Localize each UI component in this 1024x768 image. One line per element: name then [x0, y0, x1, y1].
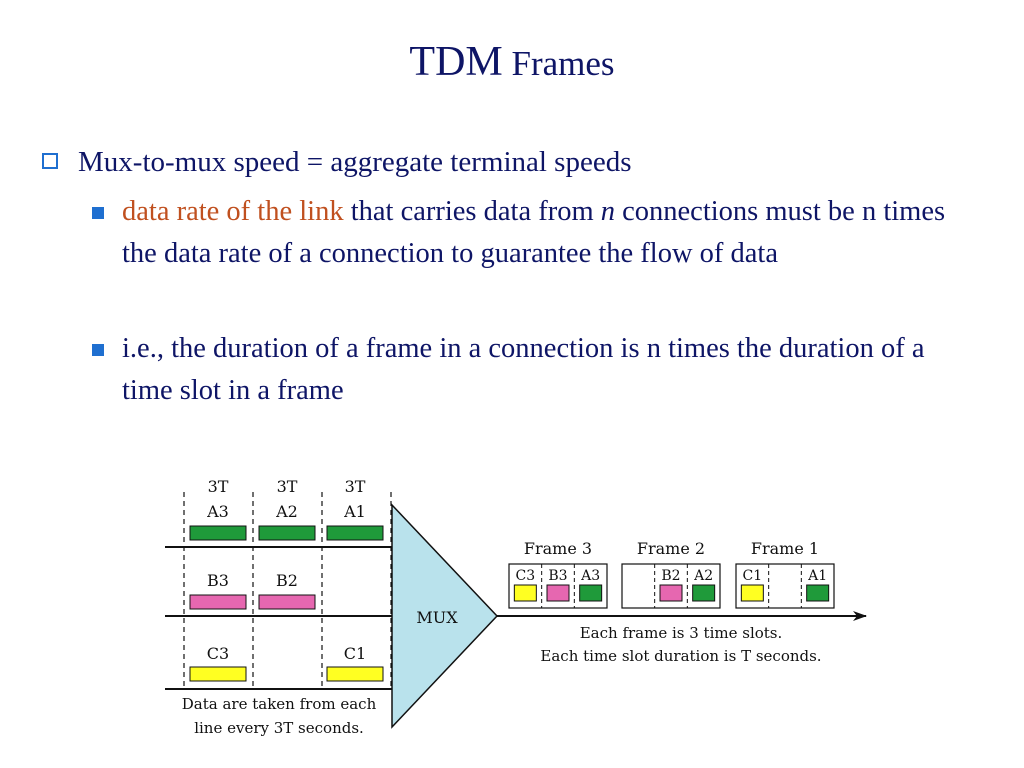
frame-slot-label: B3 — [548, 568, 567, 584]
frame-slot-unit — [806, 584, 830, 602]
bullet-sub-1-text: data rate of the link that carries data … — [122, 191, 952, 275]
hollow-square-bullet-icon — [42, 153, 58, 169]
input-note-line2: line every 3T seconds. — [194, 719, 364, 737]
frame-slot-unit — [579, 584, 603, 602]
slot-time-label: 3T — [277, 477, 298, 496]
mux-block — [391, 503, 499, 729]
slot-time-label: 3T — [208, 477, 229, 496]
frame-slot-label: A2 — [693, 568, 713, 584]
frame-slot-label: A3 — [580, 568, 600, 584]
bullet-sub-1-part1: that carries data from — [343, 196, 601, 227]
input-unit-label: B3 — [207, 571, 229, 590]
output-note-line2: Each time slot duration is T seconds. — [540, 647, 821, 665]
bullet-sub-1-part2: connections must be n times the data rat… — [122, 196, 946, 269]
output-note-line1: Each frame is 3 time slots. — [580, 624, 783, 642]
input-unit-label: C1 — [344, 644, 366, 663]
slot-time-label: 3T — [345, 477, 366, 496]
frame-slot-label: C1 — [743, 568, 763, 584]
input-unit-label: A1 — [343, 502, 366, 521]
input-unit-label: C3 — [207, 644, 229, 663]
bullet-sub-2-text: i.e., the duration of a frame in a conne… — [122, 333, 925, 406]
input-unit-label: A2 — [275, 502, 298, 521]
frame-slot-unit — [546, 584, 570, 602]
input-data-unit — [258, 594, 316, 610]
frame-label: Frame 3 — [524, 539, 592, 558]
frame-slot-label: A1 — [807, 568, 827, 584]
input-data-unit — [326, 525, 384, 541]
frame-slot-unit — [513, 584, 537, 602]
title-rest: Frames — [502, 44, 615, 83]
input-data-unit — [326, 666, 384, 682]
input-data-unit — [258, 525, 316, 541]
highlight-data-rate: data rate of the link — [122, 196, 344, 227]
mux-label: MUX — [416, 608, 458, 627]
frame-slot-unit — [659, 584, 683, 602]
input-data-unit — [189, 594, 247, 610]
frame-label: Frame 1 — [751, 539, 819, 558]
input-note-line1: Data are taken from each — [182, 695, 377, 713]
slide-title: TDM Frames — [0, 38, 1024, 86]
frame-slot-unit — [740, 584, 764, 602]
frame-slot-unit — [692, 584, 716, 602]
title-main: TDM — [409, 39, 503, 85]
frame-label: Frame 2 — [637, 539, 705, 558]
frame-slot-label: C3 — [516, 568, 536, 584]
filled-square-bullet-icon — [92, 207, 104, 219]
italic-n: n — [600, 196, 615, 227]
filled-square-bullet-icon — [92, 344, 104, 356]
bullet-level1-text: Mux-to-mux speed = aggregate terminal sp… — [78, 146, 632, 178]
input-data-unit — [189, 525, 247, 541]
frame-slot-label: B2 — [661, 568, 680, 584]
input-unit-label: A3 — [206, 502, 229, 521]
input-data-unit — [189, 666, 247, 682]
input-unit-label: B2 — [276, 571, 298, 590]
